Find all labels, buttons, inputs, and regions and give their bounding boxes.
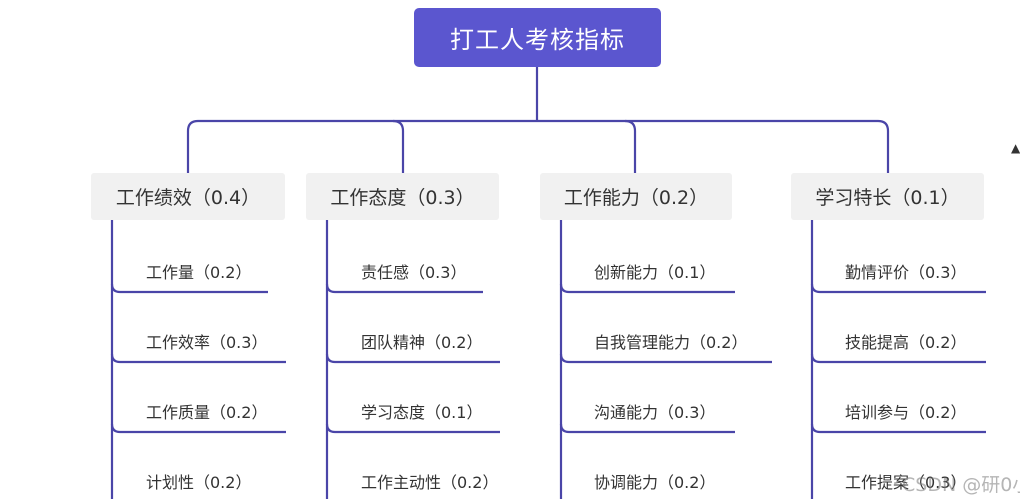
leaf-node: 团队精神（0.2）: [361, 333, 483, 352]
branch-node-4: 学习特长（0.1）: [791, 173, 984, 220]
leaf-node: 培训参与（0.2）: [845, 403, 967, 422]
leaf-node: 责任感（0.3）: [361, 263, 467, 282]
root-node: 打工人考核指标: [414, 8, 661, 67]
leaf-node: 工作提案（0.3）: [845, 473, 967, 492]
leaf-underline-1-3: [110, 423, 286, 434]
leaf-underline-4-2: [810, 353, 986, 364]
leaf-underline-1-2: [110, 353, 286, 364]
branch-node-3: 工作能力（0.2）: [540, 173, 732, 220]
leaf-node: 学习态度（0.1）: [361, 403, 483, 422]
bus-line: [186, 119, 890, 173]
branch-node-2: 工作态度（0.3）: [306, 173, 499, 220]
leaf-node: 工作主动性（0.2）: [361, 473, 499, 492]
leaf-underline-3-2: [559, 353, 772, 364]
edge-glyph: ▲: [1011, 141, 1020, 155]
drop-line-3: [624, 119, 637, 173]
leaf-node: 创新能力（0.1）: [594, 263, 716, 282]
leaf-underline-4-3: [810, 423, 986, 434]
leaf-node: 技能提高（0.2）: [845, 333, 967, 352]
leaf-underline-2-3: [325, 423, 500, 434]
leaf-node: 自我管理能力（0.2）: [594, 333, 748, 352]
leaf-node: 协调能力（0.2）: [594, 473, 716, 492]
leaf-underline-3-3: [559, 423, 735, 434]
leaf-node: 沟通能力（0.3）: [594, 403, 716, 422]
leaf-node: 勤情评价（0.3）: [845, 263, 967, 282]
watermark: CSDN @研0小小白: [902, 474, 1020, 496]
leaf-node: 工作质量（0.2）: [146, 403, 268, 422]
leaf-node: 工作效率（0.3）: [146, 333, 268, 352]
leaf-node: 工作量（0.2）: [146, 263, 252, 282]
leaf-node: 计划性（0.2）: [146, 473, 252, 492]
leaf-underline-3-1: [559, 283, 735, 294]
leaf-underline-2-1: [325, 283, 483, 294]
branch-node-1: 工作绩效（0.4）: [91, 173, 285, 220]
leaf-underline-1-1: [110, 283, 268, 294]
leaf-underline-2-2: [325, 353, 500, 364]
drop-line-2: [392, 119, 405, 173]
leaf-underline-4-1: [810, 283, 986, 294]
